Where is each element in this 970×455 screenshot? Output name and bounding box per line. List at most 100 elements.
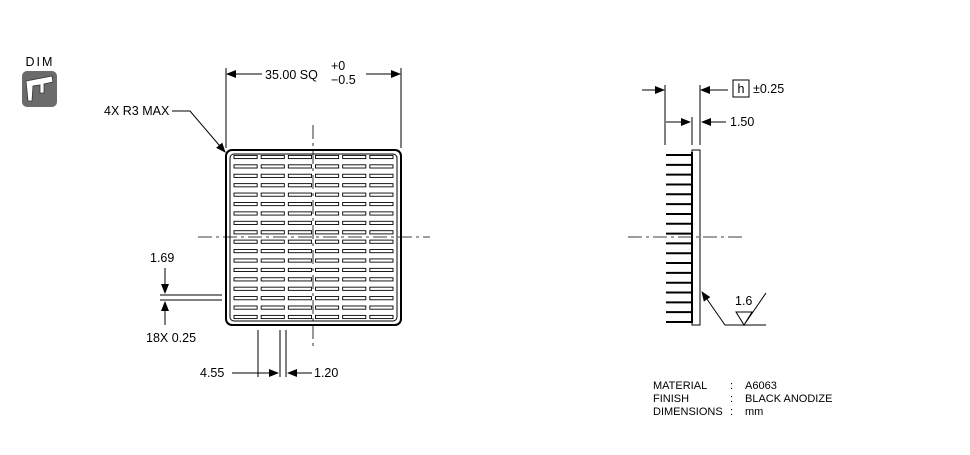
fin-slot [315,192,340,197]
fin-slot [315,202,340,207]
fin-slot [369,192,394,197]
fin-slot [342,202,367,207]
fin-slot [287,220,312,225]
fin-slot [342,249,367,254]
fin-slot [342,173,367,178]
fin-slot [287,164,312,169]
fin-slot [287,211,312,216]
slot-pitch-label: 4.55 [200,366,224,380]
width-tolerance-plus: +0 [331,59,345,73]
fin-slot [287,230,312,235]
fin-slot [315,230,340,235]
dim-badge: DIM [22,55,57,107]
fin-slot [233,267,258,272]
note-material-key: MATERIAL [653,380,707,392]
fin-slot [315,286,340,291]
fin-slot [342,296,367,301]
fin-slot [369,286,394,291]
fin-slot [260,211,285,216]
fin-slot [233,164,258,169]
dim-badge-label: DIM [26,55,55,69]
fin-slot [369,202,394,207]
corner-radius-leader [172,110,226,153]
fin-slot [233,296,258,301]
fin-slot [260,202,285,207]
fin-slot [369,154,394,160]
fin-slot [342,239,367,244]
fin-slot [287,296,312,301]
fin-slot [369,220,394,225]
fin-slot [369,230,394,235]
side-fin-profile [666,154,692,323]
width-tolerance-minus: −0.5 [331,73,356,87]
fin-slot [369,267,394,272]
roughness-symbol [735,292,767,326]
fin-slot [233,305,258,310]
fin-slot [233,230,258,235]
fin-slot [315,164,340,169]
fin-slot [342,267,367,272]
fin-slot [342,277,367,282]
fin-slot [260,192,285,197]
fin-slot [315,220,340,225]
fin-slot [233,173,258,178]
fin-slot [342,183,367,188]
height-tolerance-label: ±0.25 [753,82,784,96]
fin-slot [233,314,258,320]
fin-slot [260,305,285,310]
fin-slot [342,154,367,160]
fin-slot [233,258,258,263]
fin-slot [287,277,312,282]
fin-slot [260,164,285,169]
fin-slot [260,286,285,291]
fin-slot [369,164,394,169]
corner-radius-label: 4X R3 MAX [104,104,170,118]
fin-slot [287,202,312,207]
fin-slot [233,183,258,188]
fin-slot [287,154,312,160]
fin-slot [233,249,258,254]
fin-slot [315,277,340,282]
fin-slot [260,183,285,188]
height-symbol: h [738,82,745,96]
width-dimension-label: 35.00 SQ [265,68,318,82]
notes-block: MATERIAL : A6063 FINISH : BLACK ANODIZE … [653,380,832,418]
note-material-value: A6063 [745,380,777,392]
fin-slot [342,314,367,320]
fin-slot [260,154,285,160]
fin-slot [260,239,285,244]
fin-slot [233,192,258,197]
fin-slot [315,258,340,263]
note-dimensions-value: mm [745,406,763,418]
fin-slot [369,183,394,188]
fin-slot [287,173,312,178]
fin-slot [260,220,285,225]
roughness-leader [701,291,766,326]
fin-slot [260,258,285,263]
fin-slot [342,258,367,263]
fin-slot [287,258,312,263]
fin-slot [260,314,285,320]
fin-slot [315,249,340,254]
fin-slot [369,305,394,310]
fin-slot [369,296,394,301]
fin-slot [369,277,394,282]
caliper-icon-glyph [25,75,54,102]
fin-slot [233,239,258,244]
front-view: 35.00 SQ +0 −0.5 4X R3 MAX 1.69 18X 0.25… [104,59,430,380]
fin-slot [260,267,285,272]
fin-slot [233,286,258,291]
fin-slot [342,305,367,310]
fin-slot [369,211,394,216]
fin-slot [287,314,312,320]
fin-slot [260,296,285,301]
fin-slot [315,211,340,216]
side-view: h ±0.25 1.50 1.6 [628,79,784,326]
fin-slot [260,230,285,235]
note-material-sep: : [730,380,733,392]
fin-slot [315,296,340,301]
fin-slot [233,277,258,282]
fin-slot [233,211,258,216]
fin-count-label: 18X 0.25 [146,331,196,345]
fin-slot [369,249,394,254]
